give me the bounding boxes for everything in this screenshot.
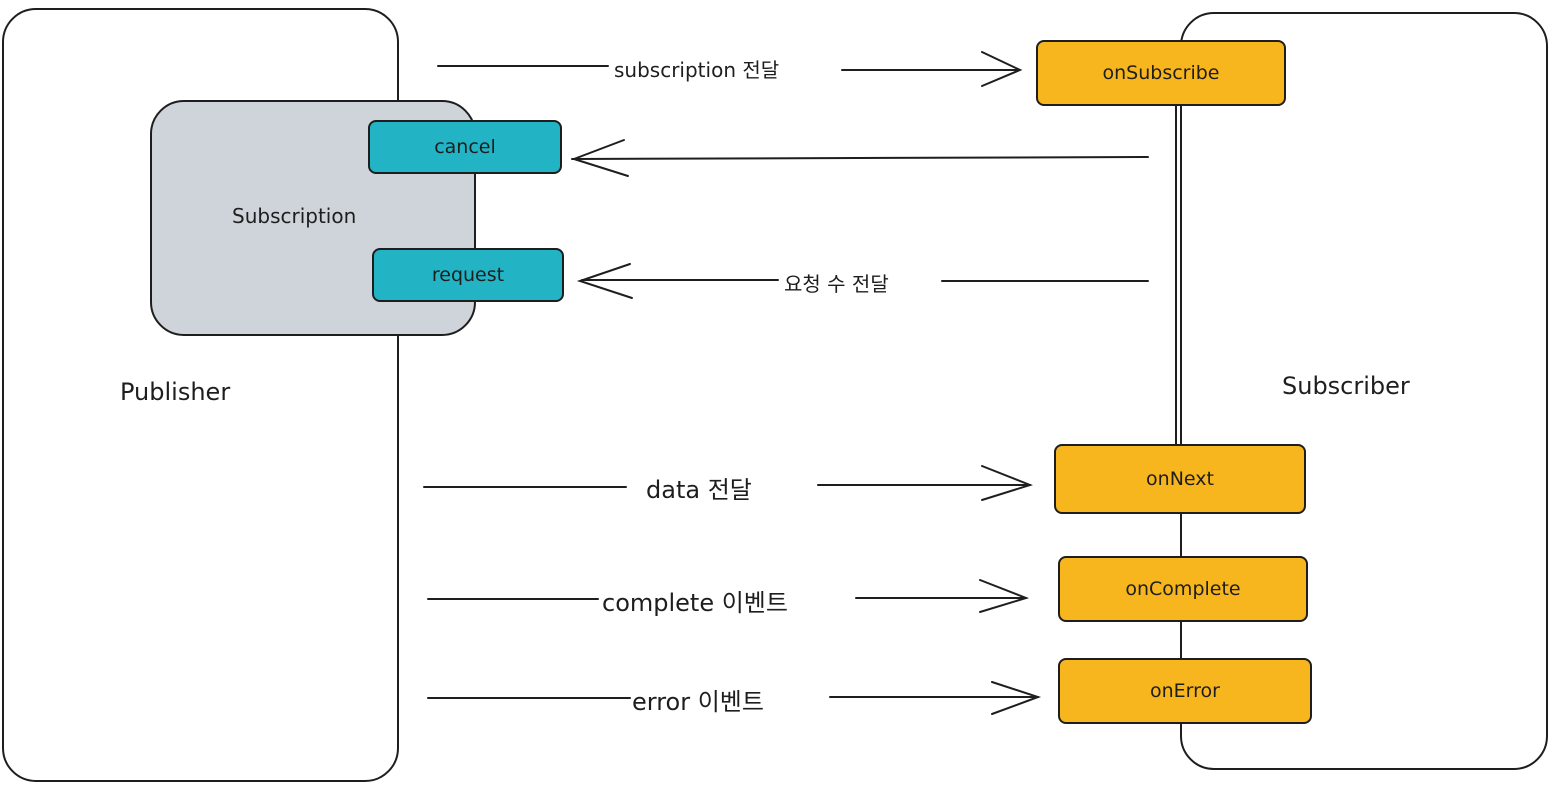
subscription-pass-label: subscription 전달 — [614, 58, 780, 82]
error-arrowhead — [991, 681, 1042, 715]
complete-event-label: complete 이벤트 — [602, 589, 788, 617]
subscriber-container — [1180, 12, 1548, 770]
request-count-label: 요청 수 전달 — [784, 272, 889, 296]
subscription-pass-arrowhead — [981, 51, 1023, 87]
request-arrowhead — [576, 263, 633, 299]
request-label: request — [431, 264, 505, 286]
on-error-label: onError — [1150, 680, 1220, 702]
publisher-label: Publisher — [120, 378, 231, 406]
on-subscribe-method[interactable]: onSubscribe — [1036, 40, 1286, 106]
on-subscribe-label: onSubscribe — [1102, 62, 1220, 84]
data-arrowhead — [981, 465, 1033, 501]
cancel-arrowhead — [570, 139, 629, 177]
publisher-container — [2, 8, 399, 782]
on-complete-method[interactable]: onComplete — [1058, 556, 1308, 622]
on-error-method[interactable]: onError — [1058, 658, 1312, 724]
cancel-line — [571, 156, 1149, 160]
on-complete-label: onComplete — [1125, 578, 1241, 600]
request-method[interactable]: request — [372, 248, 564, 302]
cancel-method[interactable]: cancel — [368, 120, 562, 174]
subscription-label: Subscription — [232, 204, 357, 228]
on-next-method[interactable]: onNext — [1054, 444, 1306, 514]
on-next-label: onNext — [1146, 468, 1214, 490]
error-event-label: error 이벤트 — [632, 688, 764, 716]
subscriber-label: Subscriber — [1282, 372, 1410, 400]
complete-arrowhead — [979, 579, 1030, 613]
cancel-label: cancel — [434, 136, 496, 158]
data-pass-label: data 전달 — [646, 476, 752, 504]
